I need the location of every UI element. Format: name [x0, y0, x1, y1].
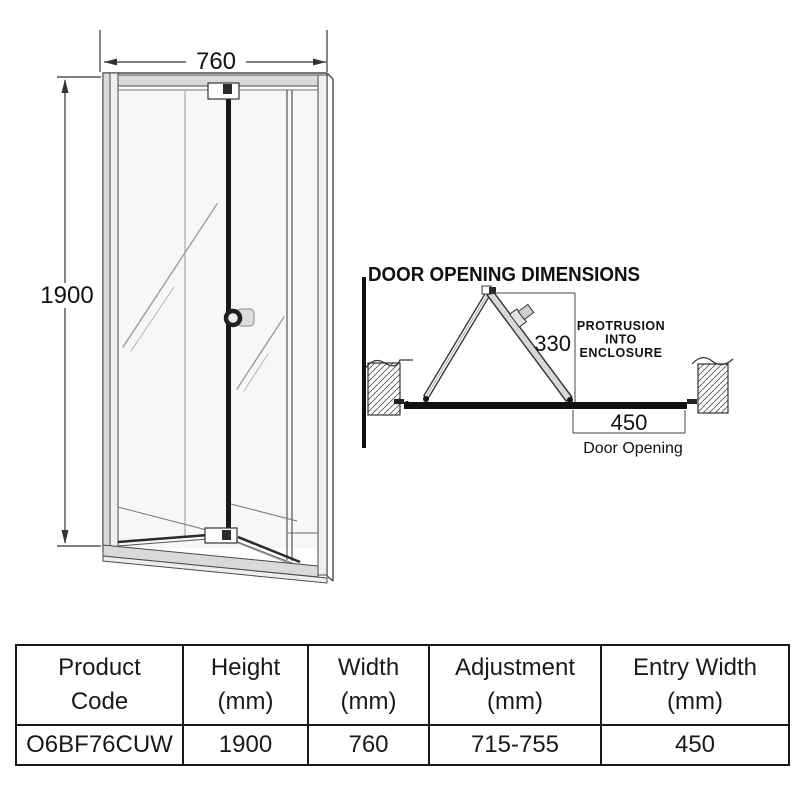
bottom-pivot-bracket [204, 527, 238, 544]
slider-pivot-right [567, 397, 573, 403]
door-front-diagram: 760 1900 [38, 30, 334, 584]
protrusion-dimension [491, 292, 576, 402]
left-wall-section [364, 359, 413, 416]
protrusion-value-label: 330 [534, 331, 571, 356]
folding-door-bottom [117, 503, 301, 566]
hinge-pivot-track-left [405, 401, 409, 405]
door-handle-knob [223, 308, 255, 328]
left-frame-profile-inner [109, 72, 119, 550]
door-opening-diagram: DOOR OPENING DIMENSIONS [362, 264, 734, 457]
arrowhead-down [61, 530, 69, 544]
folded-panel-left-innerline [425, 291, 490, 398]
door-opening-caption: Door Opening [583, 440, 683, 457]
folded-panel-knob [508, 303, 535, 328]
width-dimension-label: 760 [196, 48, 236, 75]
col-header-width: Width(mm) [307, 644, 430, 726]
col-header-adjustment: Adjustment(mm) [428, 644, 602, 726]
spec-table-data-row: O6BF76CUW 1900 760 715-755 450 [15, 724, 790, 766]
width-cell: 760 [307, 724, 430, 766]
entry-width-cell: 450 [600, 724, 790, 766]
opening-diagram-title: DOOR OPENING DIMENSIONS [368, 264, 640, 286]
door-opening-value-label: 450 [611, 410, 648, 435]
bottom-rail-lower [102, 555, 328, 584]
protrusion-note: PROTRUSION INTO ENCLOSURE [577, 319, 665, 360]
svg-text:INTO: INTO [605, 333, 637, 347]
height-cell: 1900 [182, 724, 309, 766]
left-border-bar [362, 277, 366, 448]
arrowhead-up [61, 79, 69, 93]
col-header-height: Height(mm) [182, 644, 309, 726]
label-mask [38, 283, 96, 308]
product-code-cell: O6BF76CUW [15, 724, 184, 766]
svg-text:PROTRUSION: PROTRUSION [577, 319, 665, 333]
door-opening-dimension [572, 410, 686, 434]
track-right-fitting [687, 399, 697, 404]
label-mask [186, 45, 246, 72]
glass-panel [117, 88, 318, 548]
arrowhead-left [104, 58, 117, 66]
right-wall-section [691, 357, 734, 414]
right-frame-profile [317, 74, 328, 576]
height-dimension-label: 1900 [40, 282, 93, 309]
top-pivot-bracket [207, 82, 240, 100]
bottom-track [404, 402, 687, 409]
left-frame-profile [102, 72, 111, 552]
glass-reflection-lines [122, 203, 285, 392]
adjustment-cell: 715-755 [428, 724, 602, 766]
dimension-height [57, 76, 101, 547]
hinge-pivot-left [423, 396, 429, 402]
arrowhead-right [313, 58, 326, 66]
track-left-fitting [394, 399, 404, 404]
svg-text:ENCLOSURE: ENCLOSURE [580, 346, 663, 360]
col-header-entry-width: Entry Width(mm) [600, 644, 790, 726]
apex-hinge [481, 285, 496, 295]
